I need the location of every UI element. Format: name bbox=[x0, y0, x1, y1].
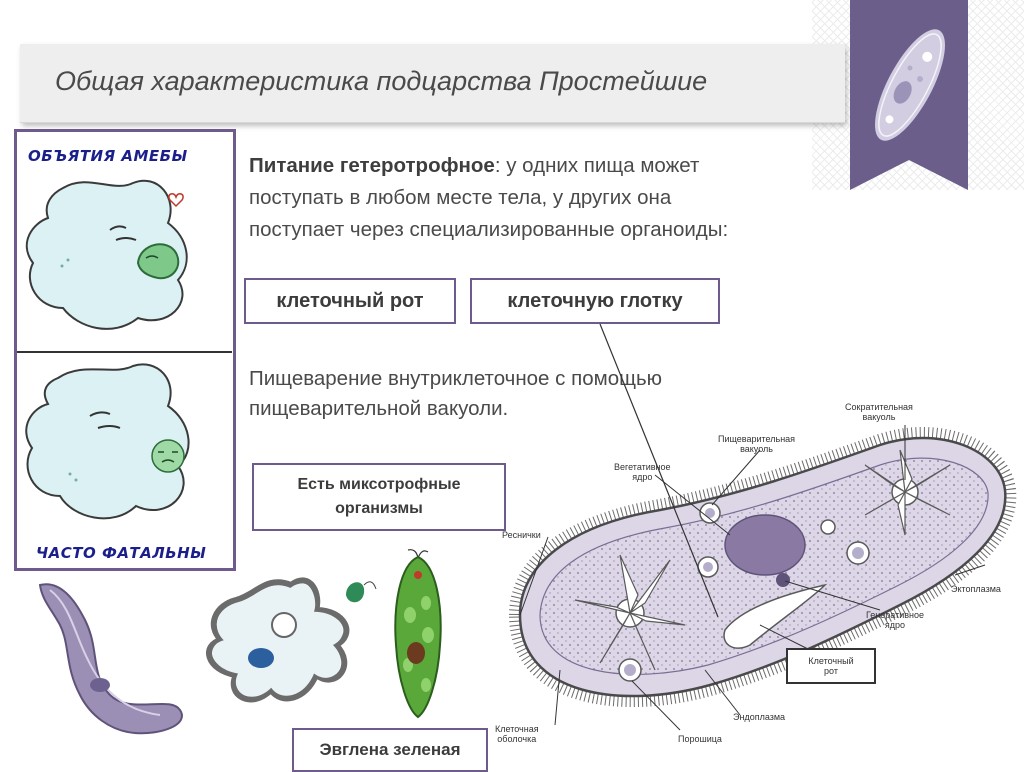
label-cell-mouth-box: Клеточный рот bbox=[786, 648, 876, 684]
mixotroph-line-1: Есть миксотрофные bbox=[297, 476, 461, 493]
label-macronucleus-2: ядро bbox=[632, 472, 653, 482]
label-macronucleus-1: Вегетативное bbox=[614, 462, 671, 472]
label-micronucleus: Генеративное ядро bbox=[866, 610, 924, 630]
label-pellicle-1: Клеточная bbox=[495, 724, 539, 734]
amoeba-fatal-illustration bbox=[25, 363, 190, 520]
label-mouth-2: рот bbox=[824, 666, 838, 676]
pharynx-arrow bbox=[599, 323, 719, 618]
euglena-illustration bbox=[394, 549, 442, 719]
ribbon-micrograph bbox=[850, 0, 968, 190]
nutrition-text: : у одних пища может поступать в любом м… bbox=[249, 154, 729, 241]
label-pellicle-2: оболочка bbox=[497, 734, 537, 744]
trypanosome-illustration bbox=[38, 583, 183, 735]
label-endoplasm: Эндоплазма bbox=[733, 712, 786, 722]
label-contractile-vacuole: Сократительная вакуоль bbox=[845, 402, 913, 422]
label-pellicle: Клеточная оболочка bbox=[495, 724, 539, 744]
label-macronucleus: Вегетативное ядро bbox=[614, 462, 671, 482]
label-mouth-1: Клеточный bbox=[808, 656, 854, 666]
title-bar bbox=[20, 44, 845, 123]
label-cilia: Реснички bbox=[502, 530, 541, 540]
label-contractile-2: вакуоль bbox=[862, 412, 896, 422]
euglena-label-box: Эвглена зеленая bbox=[292, 728, 488, 772]
mixotroph-box: Есть миксотрофные организмы bbox=[252, 463, 506, 531]
cell-pharynx-box: клеточную глотку bbox=[470, 278, 720, 324]
mixotroph-line-2: организмы bbox=[335, 500, 423, 517]
amoeba-diagram-illustration bbox=[206, 577, 377, 703]
label-anal-pore: Порошица bbox=[678, 734, 722, 744]
paramecium-diagram bbox=[508, 425, 1017, 731]
label-digestive-1: Пищеварительная bbox=[718, 434, 796, 444]
comic-divider bbox=[17, 351, 232, 353]
nutrition-paragraph: Питание гетеротрофное: у одних пища може… bbox=[249, 150, 749, 246]
cell-mouth-box: клеточный рот bbox=[244, 278, 456, 324]
label-micronucleus-1: Генеративное bbox=[866, 610, 924, 620]
comic-bottom-caption: ЧАСТО ФАТАЛЬНЫ bbox=[36, 544, 207, 562]
label-digestive-vacuole: Пищеварительная вакуоль bbox=[718, 434, 795, 454]
page-title: Общая характеристика подцарства Простейш… bbox=[55, 66, 708, 96]
nutrition-heading: Питание гетеротрофное bbox=[249, 154, 495, 177]
amoeba-hug-illustration bbox=[25, 179, 188, 330]
label-digestive-2: вакуоль bbox=[740, 444, 773, 454]
label-micronucleus-2: ядро bbox=[884, 620, 906, 630]
label-contractile-1: Сократительная bbox=[845, 402, 913, 412]
comic-top-caption: ОБЪЯТИЯ АМЕБЫ bbox=[28, 147, 188, 165]
digestion-paragraph: Пищеварение внутриклеточное с помощью пи… bbox=[249, 367, 663, 420]
label-ectoplasm: Эктоплазма bbox=[951, 584, 1001, 594]
